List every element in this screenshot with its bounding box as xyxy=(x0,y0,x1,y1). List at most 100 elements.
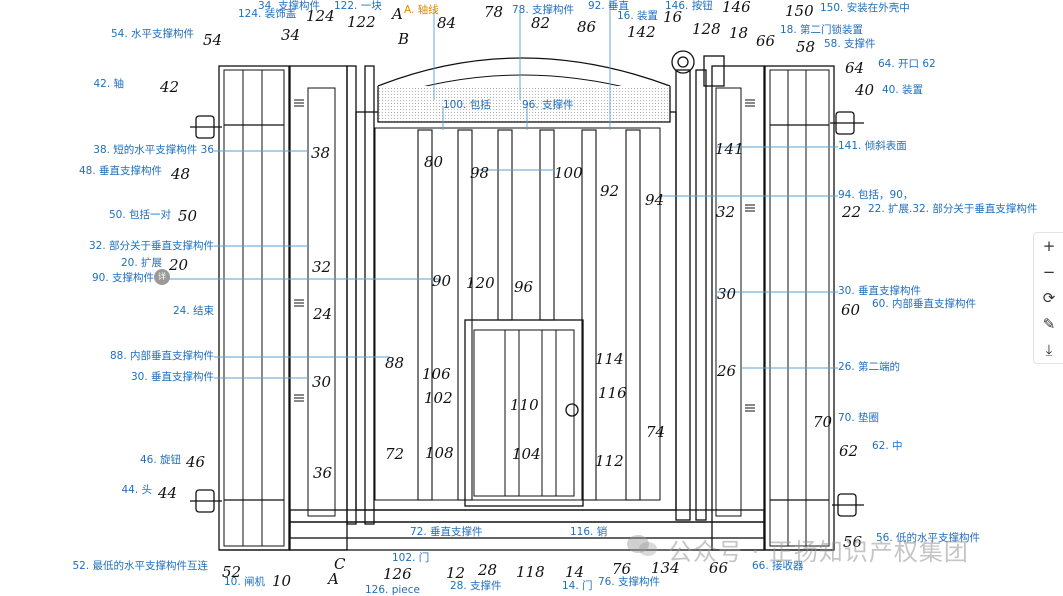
ref-numeral: 126 xyxy=(383,565,412,583)
ref-numeral: 52 xyxy=(222,563,241,581)
wechat-watermark-icon xyxy=(627,535,657,556)
ref-numeral: 12 xyxy=(446,564,465,582)
download-icon[interactable]: ⤓ xyxy=(1045,341,1053,359)
ref-numeral: 134 xyxy=(651,559,680,577)
ref-numeral: 110 xyxy=(510,396,539,414)
callout-label-l76: 76. 支撑构件 xyxy=(598,576,661,588)
ref-numeral: 58 xyxy=(796,38,815,56)
callout-label-l50: 50. 包括一对 xyxy=(108,209,171,221)
ref-numeral: 46 xyxy=(185,453,206,471)
callout-label-l22: 22. 扩展.32. 部分关于垂直支撑构件 xyxy=(868,203,1038,215)
ref-numeral: 142 xyxy=(627,23,656,41)
zoom-badge-icon[interactable]: 详 xyxy=(154,269,170,285)
ref-numeral: 82 xyxy=(531,14,550,32)
callout-label-l141: 141. 倾斜表面 xyxy=(838,140,907,152)
callout-label-l100: 100. 包括 xyxy=(443,99,491,111)
ref-numeral: 76 xyxy=(612,560,632,578)
edit-pencil-icon[interactable]: ✎ xyxy=(1042,315,1056,333)
callout-label-l90: 90. 支撑构件 xyxy=(91,272,154,284)
ref-numeral: 54 xyxy=(203,31,222,49)
rotate-icon[interactable]: ⟳ xyxy=(1042,289,1056,307)
ref-numeral: 98 xyxy=(470,164,489,182)
callout-label-l56: 56. 低的水平支撑构件 xyxy=(876,532,981,544)
callout-label-l58: 58. 支撑件 xyxy=(824,38,876,50)
ref-numeral: 40 xyxy=(854,81,875,99)
callout-label-l38: 38. 短的水平支撑构件 36 xyxy=(93,144,214,156)
ref-numeral: 38 xyxy=(311,144,330,162)
ref-numeral: 112 xyxy=(595,452,624,470)
ref-numeral: 124 xyxy=(306,7,335,25)
ref-numeral: 90 xyxy=(432,272,452,290)
ref-numeral: 94 xyxy=(645,191,664,209)
callout-label-l94: 94. 包括，90， xyxy=(838,189,914,201)
ref-numeral: 20 xyxy=(168,256,189,274)
ref-numeral: 60 xyxy=(841,301,861,319)
ref-numeral: 30 xyxy=(717,285,737,303)
callout-label-l60: 60. 内部垂直支撑构件 xyxy=(872,298,977,310)
ref-numeral: 14 xyxy=(565,563,584,581)
callout-label-l42: 42. 轴 xyxy=(93,78,124,90)
right-frame xyxy=(711,65,765,551)
zoom-out-icon[interactable]: − xyxy=(1042,263,1056,281)
ref-numeral: 122 xyxy=(347,13,376,31)
ref-numeral: 141 xyxy=(715,140,744,158)
callout-label-l122: 122. 一块 xyxy=(334,0,382,12)
callout-label-l88: 88. 内部垂直支撑构件 xyxy=(109,350,214,362)
callout-label-l30l: 30. 垂直支撑构件 xyxy=(130,371,214,383)
callout-label-l10: 10. 闸机 xyxy=(224,576,266,588)
ref-numeral: 106 xyxy=(422,365,451,383)
ref-numeral: 72 xyxy=(385,445,404,463)
left-extension-panel xyxy=(218,65,290,551)
ref-numeral: 62 xyxy=(839,442,858,460)
ref-numeral: 70 xyxy=(813,413,833,431)
zoom-in-icon[interactable]: + xyxy=(1042,237,1056,255)
ref-numeral: 22 xyxy=(841,203,861,221)
ref-numeral: 36 xyxy=(313,464,333,482)
ref-numeral: 56 xyxy=(843,533,863,551)
ref-numeral: C xyxy=(334,555,346,573)
ref-numeral: 128 xyxy=(692,20,721,38)
ref-numeral: 18 xyxy=(729,24,748,42)
callout-label-l102: 102. 门 xyxy=(392,552,430,564)
ref-numeral: 32 xyxy=(716,203,735,221)
ref-numeral: 100 xyxy=(554,164,583,182)
ref-numeral: 48 xyxy=(170,165,190,183)
callout-label-l30r: 30. 垂直支撑构件 xyxy=(838,285,922,297)
ref-numeral: 92 xyxy=(600,182,619,200)
ref-numeral: A xyxy=(326,570,339,588)
callout-label-l92t: 92. 垂直 xyxy=(588,0,630,12)
callout-label-l18: 18. 第二门锁装置 xyxy=(780,24,864,36)
latch-button xyxy=(671,50,695,74)
ref-numeral: 78 xyxy=(484,3,503,21)
ref-numeral: 10 xyxy=(272,572,292,590)
ref-numeral: 50 xyxy=(178,207,198,225)
callout-label-l44: 44. 头 xyxy=(121,484,152,496)
ref-numeral: 84 xyxy=(437,14,456,32)
callout-label-lA: A. 轴线 xyxy=(404,4,439,16)
left-knobs xyxy=(190,115,222,513)
callout-label-l40: 40. 装置 xyxy=(882,84,924,96)
callout-label-l14: 14. 门 xyxy=(562,580,593,592)
ref-numeral: 88 xyxy=(385,354,404,372)
image-toolbar: + − ⟳ ✎ ⤓ xyxy=(1033,232,1063,364)
callout-label-l54: 54. 水平支撑构件 xyxy=(110,28,194,40)
callout-label-l116: 116. 销 xyxy=(570,526,608,538)
ref-numeral: 102 xyxy=(424,389,453,407)
callout-label-l70: 70. 垫圈 xyxy=(838,412,880,424)
ref-numeral: 44 xyxy=(157,484,177,502)
watermark-text: 公众号 · 正扬知识产权集团 xyxy=(668,538,969,566)
ref-numeral: 96 xyxy=(514,278,534,296)
right-extension-panel xyxy=(764,65,835,551)
ref-numeral: 34 xyxy=(281,26,300,44)
ref-numeral: 80 xyxy=(424,153,444,171)
callout-label-l146: 146. 按钮 xyxy=(665,0,713,12)
ref-numeral: 42 xyxy=(159,78,179,96)
callout-label-l48: 48. 垂直支撑构件 xyxy=(78,165,162,177)
ref-numeral: 66 xyxy=(756,32,776,50)
ref-numeral: 114 xyxy=(595,350,624,368)
callout-label-l34: 34. 支撑构件 xyxy=(258,0,321,12)
callout-label-l46: 46. 旋钮 xyxy=(139,454,181,466)
callout-label-l96t: 96. 支撑件 xyxy=(522,99,574,111)
